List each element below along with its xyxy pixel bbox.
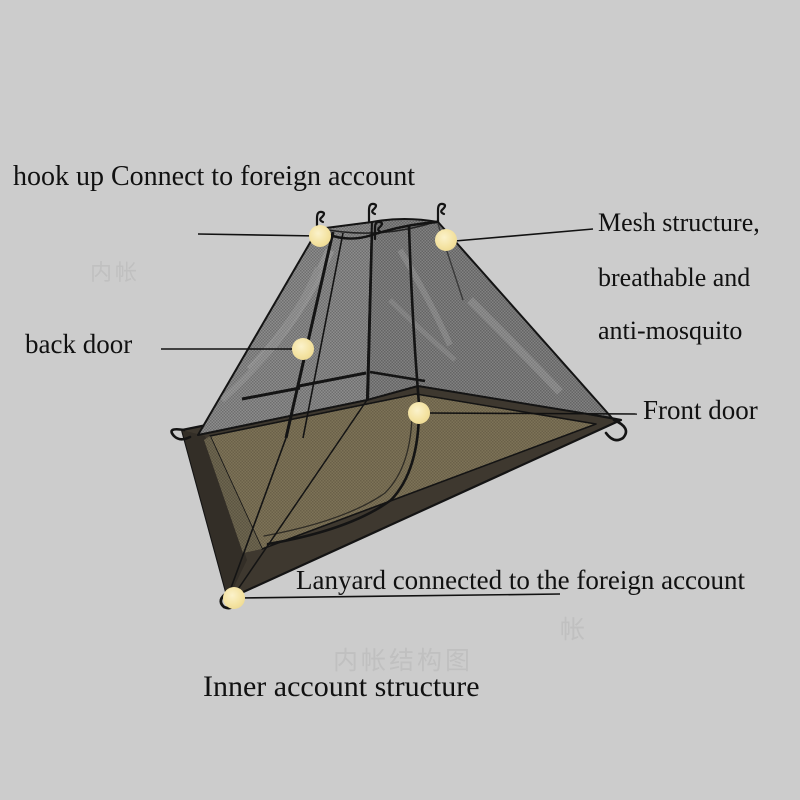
callout-label-back-door: back door: [25, 329, 133, 359]
marker-back-door: [292, 338, 314, 360]
mesh-moire-highlights: [220, 248, 563, 403]
leader-hook-up: [197, 233, 319, 237]
hook-4-icon: [436, 202, 447, 224]
groundsheet-rim-shadow: [182, 430, 247, 599]
back-door-zipper-right: [369, 370, 426, 383]
marker-lanyard: [223, 587, 245, 609]
back-door-zipper-lower: [241, 386, 301, 401]
leader-lines: [161, 228, 638, 599]
floor-seam-to-front-corner: [227, 437, 287, 597]
seam-left-pole: [284, 231, 335, 439]
callout-label-mesh-line2: breathable and: [598, 263, 751, 292]
marker-hook-left: [309, 225, 331, 247]
hook-3-icon: [373, 220, 384, 241]
hook-group: [315, 202, 447, 241]
front-door-zipper-inner: [263, 405, 413, 537]
tent-body: [170, 202, 628, 610]
mesh-panel-right: [366, 218, 613, 419]
figure-caption: Inner account structure: [203, 670, 480, 703]
marker-mesh-right: [435, 229, 457, 251]
seam-center-pole: [366, 235, 374, 400]
hook-1-icon: [315, 210, 326, 231]
front-door-zipper: [266, 402, 421, 546]
marker-dots: [223, 225, 457, 609]
callout-label-mesh-line3: anti-mosquito: [598, 316, 743, 345]
callout-label-lanyard: Lanyard connected to the foreign account: [296, 565, 746, 595]
corner-loop-right: [604, 418, 628, 442]
ridge-line: [316, 220, 440, 240]
back-door-zipper-upper: [298, 371, 367, 388]
corner-loop-left: [170, 427, 192, 441]
floor-seam-to-front-corner-2: [231, 399, 368, 599]
seam-front-pole: [407, 225, 421, 405]
hook-2-icon: [367, 202, 378, 224]
leader-mesh: [454, 228, 594, 242]
callout-label-hook-up: hook up Connect to foreign account: [13, 161, 416, 192]
callout-label-front-door: Front door: [643, 395, 758, 425]
seam-left-pole-2: [302, 232, 344, 439]
leader-front-door: [427, 412, 638, 415]
marker-front-door: [408, 402, 430, 424]
callout-label-mesh-line1: Mesh structure,: [598, 208, 760, 237]
tent-floor-left-wedge: [204, 436, 262, 553]
leader-lanyard: [235, 593, 561, 599]
ridge-line-back: [317, 220, 439, 234]
